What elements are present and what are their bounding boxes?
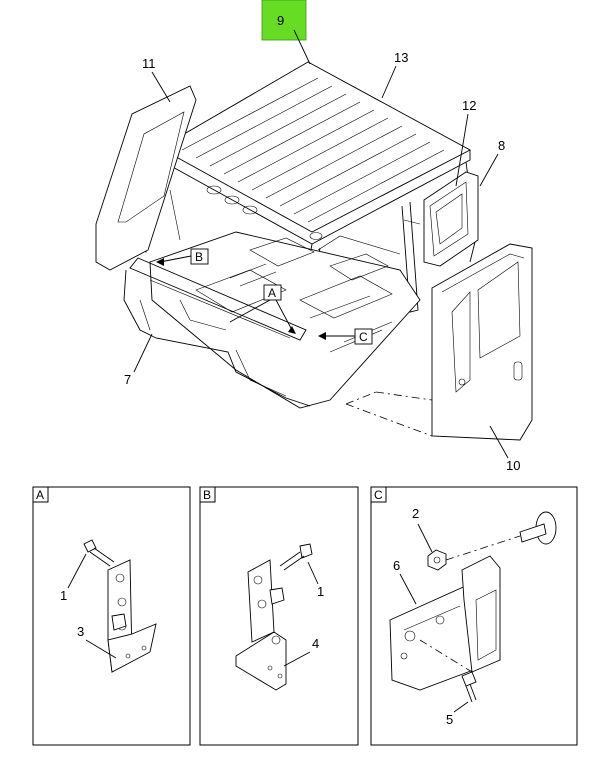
callout-11[interactable]: 11 xyxy=(142,56,156,71)
detail-panel-c: C 2 6 5 xyxy=(370,486,578,746)
callout-10[interactable]: 10 xyxy=(506,458,520,473)
cab-illustration xyxy=(95,61,533,441)
detail-panel-b: B 1 4 xyxy=(199,486,359,746)
ref-label-c: C xyxy=(359,330,368,344)
detail-b-callout-4[interactable]: 4 xyxy=(312,636,319,651)
detail-c-callout-5[interactable]: 5 xyxy=(446,712,453,727)
ref-box-c[interactable] xyxy=(354,328,373,345)
callout-9[interactable]: 9 xyxy=(277,13,284,28)
ref-label-b: B xyxy=(195,250,203,264)
detail-a-callout-3[interactable]: 3 xyxy=(77,624,84,639)
highlight-box-9[interactable] xyxy=(261,0,307,41)
callout-13[interactable]: 13 xyxy=(394,50,408,65)
ref-label-a: A xyxy=(268,286,276,300)
detail-b-callout-1[interactable]: 1 xyxy=(317,584,324,599)
callout-7[interactable]: 7 xyxy=(124,372,131,387)
detail-panel-a: A 1 3 xyxy=(32,486,191,746)
ref-box-b[interactable] xyxy=(190,248,209,265)
ref-box-a[interactable] xyxy=(263,284,282,301)
detail-c-title: C xyxy=(374,488,383,502)
detail-c-callout-6[interactable]: 6 xyxy=(393,558,400,573)
callout-8[interactable]: 8 xyxy=(498,138,505,153)
detail-c-callout-2[interactable]: 2 xyxy=(412,506,419,521)
detail-b-title: B xyxy=(203,488,211,502)
detail-a-title: A xyxy=(36,488,44,502)
callout-12[interactable]: 12 xyxy=(462,98,476,113)
detail-a-callout-1[interactable]: 1 xyxy=(60,588,67,603)
